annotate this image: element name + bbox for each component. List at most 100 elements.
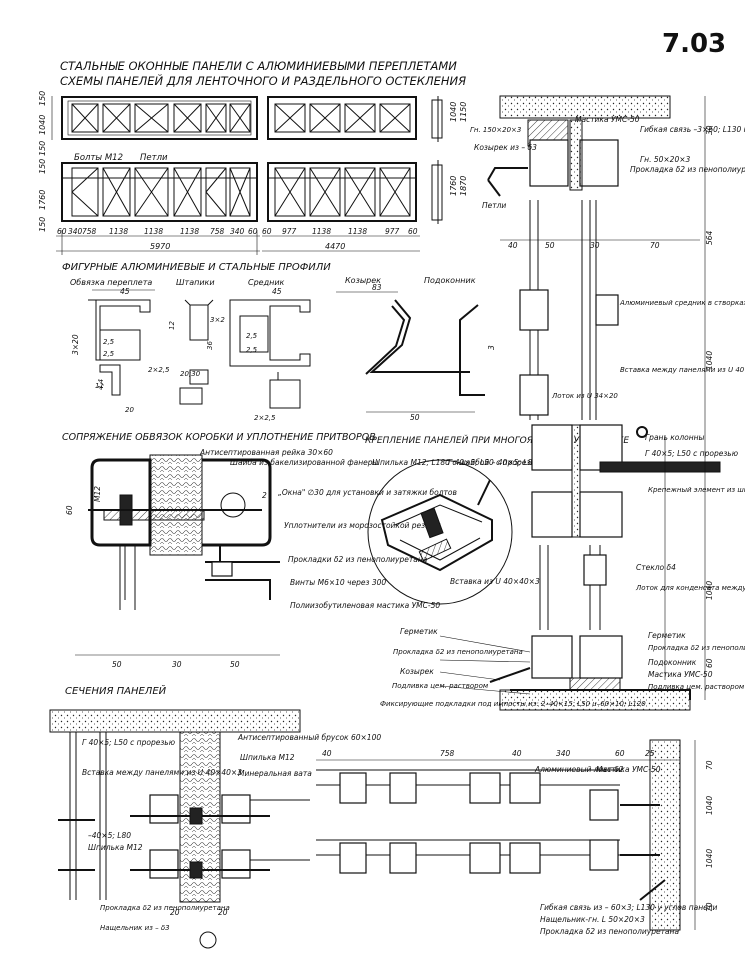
title-main: СТАЛЬНЫЕ ОКОННЫЕ ПАНЕЛИ С АЛЮМИНИЕВЫМИ П…	[60, 59, 457, 73]
dimension-line-left	[56, 230, 260, 255]
conj-d2: 2	[262, 491, 267, 500]
right-label-pad-2: Прокладка δ2 из пенополиуретана	[648, 644, 745, 652]
right-label-glass: Стекло δ4	[636, 563, 676, 572]
panel-scheme-bottom-left	[61, 162, 258, 222]
sec-label-cover-channel: Нащельник-гн. L 50×20×3	[540, 915, 645, 924]
rsd-30: 30	[705, 125, 714, 135]
sec-label-wool: Минеральная вата	[238, 769, 312, 778]
right-label-fastener: Крепежный элемент из шпильки М12; L180 и…	[648, 486, 745, 494]
rd-40: 40	[508, 241, 518, 250]
conj-label-screws: Винты М6×10 через 300	[290, 578, 386, 587]
profile-mullion-drawing	[229, 299, 311, 409]
profile-label-beads: Штапики	[176, 278, 215, 287]
right-section-drawing	[487, 95, 721, 711]
mid-label-fixing-pads: Фиксирующие подкладки под импосты из: 2–…	[380, 700, 646, 708]
right-label-mastic: Мастика УМС-50	[575, 115, 640, 124]
ssd-1040b: 1040	[705, 849, 714, 868]
heading-conjugation: СОПРЯЖЕНИЕ ОБВЯЗОК КОРОБКИ И УПЛОТНЕНИЕ …	[62, 432, 376, 443]
rd-30: 30	[590, 241, 600, 250]
label-loops: Петли	[140, 153, 168, 163]
right-label-cond-tray: Лоток для конденсата между переплетами и…	[635, 584, 745, 592]
conj-label-seals: Уплотнители из морозостойкой резины	[284, 521, 441, 530]
conj-label-rail: Антисептированная рейка 30×60	[199, 448, 333, 457]
pd-2x25b: 2×2,5	[254, 414, 276, 422]
profile-label-sill: Подоконник	[424, 276, 476, 285]
pd-2030: 20;30	[180, 370, 201, 378]
dims-left-values: 60 340 758 1138 1138 1138 758 340 60 597…	[57, 227, 258, 251]
rsd-60: 60	[705, 658, 714, 668]
svg-text:758: 758	[82, 227, 97, 236]
right-label-channel: Гн. 50×20×3	[640, 155, 691, 164]
right-label-pad: Прокладка δ2 из пенополиуретана	[630, 165, 745, 174]
mounting-detail-circle	[367, 459, 513, 605]
profile-label-canopy: Козырек	[345, 276, 381, 285]
pd-11: 11	[95, 382, 104, 390]
svg-text:60: 60	[262, 227, 272, 236]
right-label-grout: Подливка цем. раствором	[648, 683, 745, 691]
pd-50b: 3	[487, 345, 496, 350]
sec-label-insert: Вставка между панелями из U 40×40×3	[82, 768, 242, 777]
pd-83: 50	[410, 413, 420, 422]
svg-text:1138: 1138	[109, 227, 128, 236]
conj-d60: 60	[65, 505, 74, 515]
page-number: 7.03	[662, 29, 726, 59]
dim-150-d: 150	[38, 217, 47, 232]
pd-3x20: 3×20	[71, 334, 80, 355]
right-label-canopy: Козырек из – δ3	[474, 143, 537, 152]
pd-45b: 45	[272, 287, 282, 296]
sd-60: 60	[615, 749, 625, 758]
label-bolts: Болты М12	[74, 153, 123, 163]
sec-label-mastic: Мастика УМС-50	[596, 765, 661, 774]
panel-scheme-bottom-right	[267, 162, 417, 222]
sec-label-pad: Прокладка δ2 из пенополиуретана	[100, 904, 230, 912]
mount-label-insert: Вставка из U 40×40×3	[450, 577, 540, 586]
sd-758: 758	[440, 749, 455, 758]
conj-dim-50a: 50	[112, 660, 122, 669]
pd-36: 36	[206, 341, 214, 350]
pd-25c: 2,5	[246, 332, 258, 340]
mid-label-sealant: Герметик	[400, 627, 438, 636]
dimension-line-right	[262, 235, 420, 252]
conj-label-mastic: Полиизобутиленовая мастика УМС-50	[290, 601, 440, 610]
sec-d20b: 20	[218, 908, 228, 917]
sec-label-plate: –40×5; L80	[88, 831, 131, 840]
pd-25b: 2,5	[103, 350, 115, 358]
right-label-mastic-2: Мастика УМС-50	[648, 670, 713, 679]
svg-text:1138: 1138	[180, 227, 199, 236]
profile-sash-drawing	[88, 289, 155, 396]
svg-text:60: 60	[57, 227, 67, 236]
svg-text:340: 340	[230, 227, 245, 236]
side-dim-1760: 1760	[449, 176, 458, 196]
profile-sill-drawing	[459, 304, 485, 396]
sd-25: 25	[645, 749, 655, 758]
mid-label-canopy: Козырек	[400, 667, 434, 676]
sd-340: 340	[556, 749, 571, 758]
svg-text:1138: 1138	[348, 227, 367, 236]
right-label-sill: Подоконник	[648, 658, 697, 667]
rsd-1040b: 1040	[705, 581, 714, 600]
sec-label-stud-2: Шпилька М12	[240, 753, 295, 762]
mid-label-pad: Прокладка δ2 из пенополиуретана	[393, 648, 523, 656]
sec-label-flex: Гибкая связь из – 60×3; L130 у углов пан…	[540, 903, 718, 912]
profile-label-mullion: Средник	[248, 278, 285, 287]
pd-50: 83	[372, 283, 382, 292]
dim-1040-a: 1040	[38, 115, 47, 135]
conj-m12: М12	[93, 486, 102, 502]
svg-text:1138: 1138	[312, 227, 331, 236]
svg-text:1138: 1138	[144, 227, 163, 236]
conj-label-washer: Шайба из бакелизированной фанеры	[230, 458, 379, 467]
dims-right-values: 60 977 1138 1138 977 60 4470	[262, 227, 418, 251]
sections-left-drawing	[49, 709, 310, 949]
profile-beads-drawing	[179, 299, 214, 405]
dim-150-a: 150	[38, 91, 47, 106]
right-label-channel-150: Гн. 150×20×3	[470, 126, 521, 134]
svg-text:977: 977	[385, 227, 400, 236]
pd-25d: 2,5	[246, 346, 258, 354]
sd-40b: 40	[512, 749, 522, 758]
profile-canopy-drawing	[365, 299, 470, 375]
right-label-angle: Г 40×5; L50 с прорезью	[645, 449, 738, 458]
rd-50: 50	[545, 241, 555, 250]
right-label-tray: Лоток из U 34×20	[551, 392, 618, 400]
dim-total-left: 5970	[150, 242, 170, 251]
